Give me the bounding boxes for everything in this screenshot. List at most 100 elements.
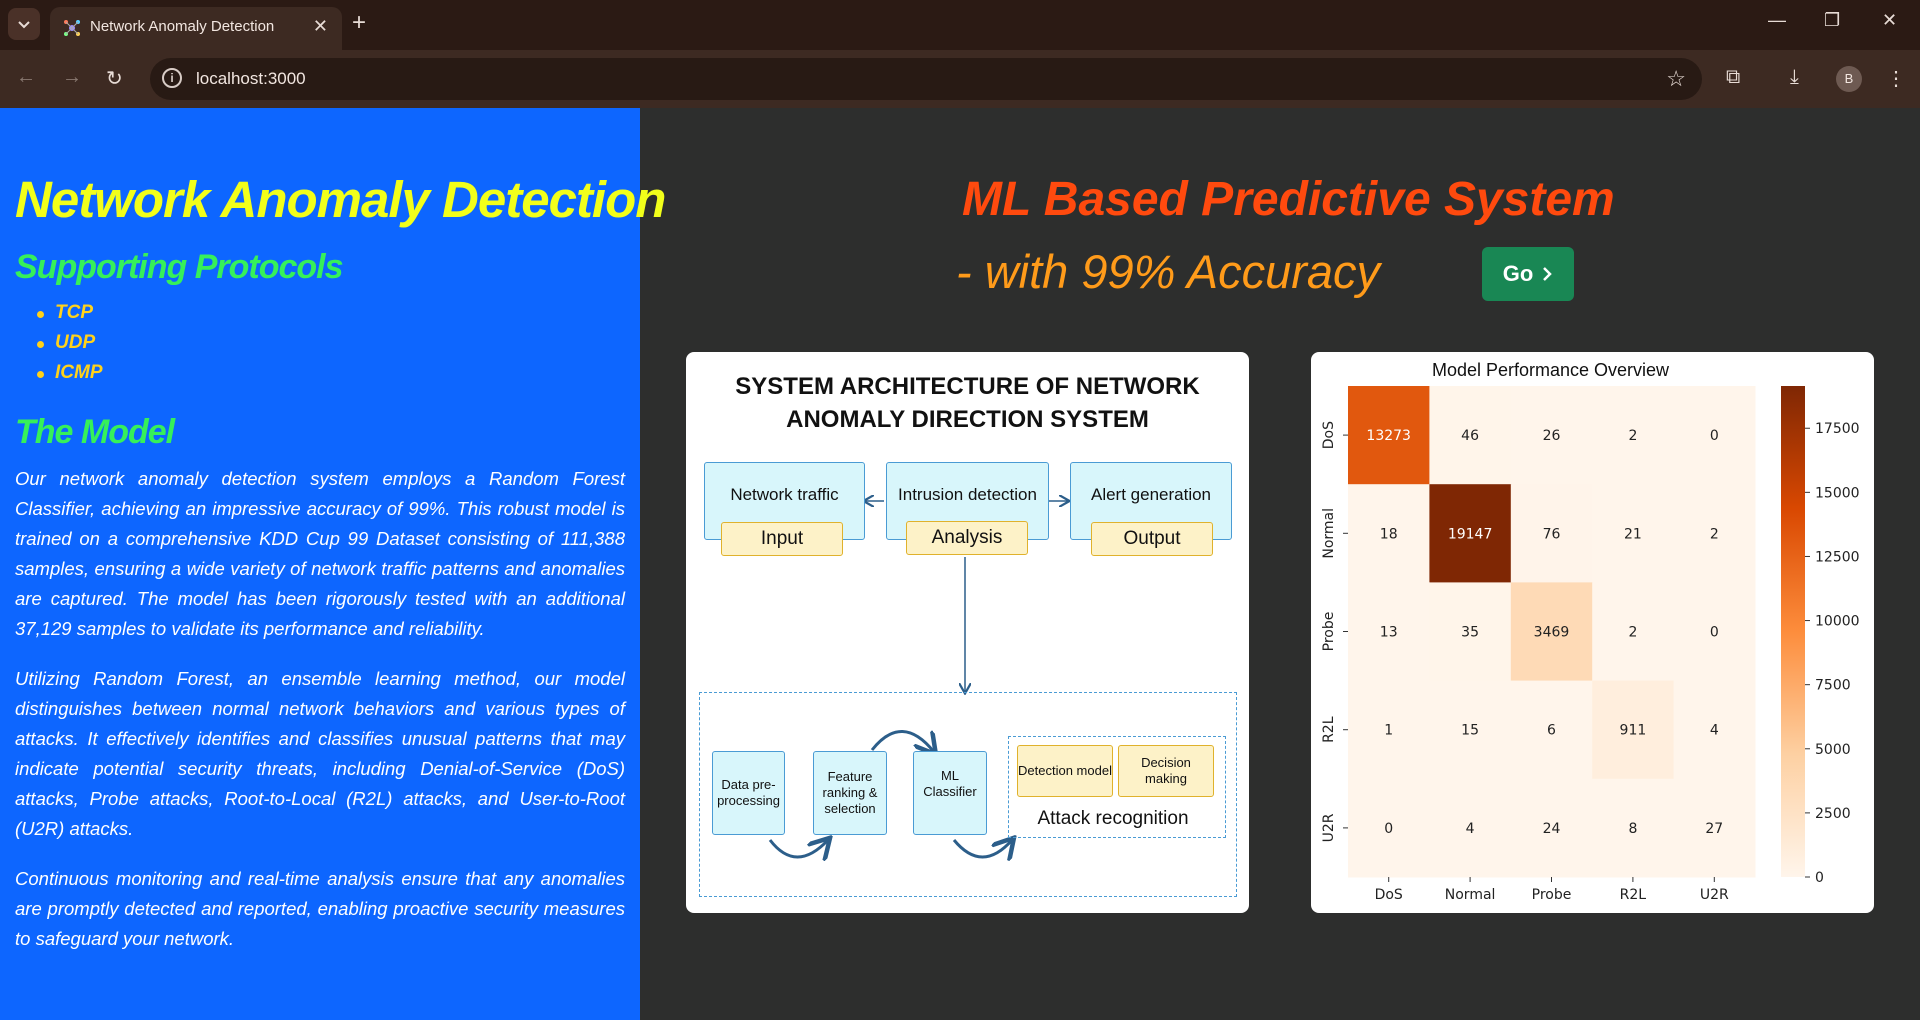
heatmap-cell: [1510, 680, 1593, 780]
x-tick-label: U2R: [1700, 887, 1729, 903]
y-tick-label: Normal: [1321, 508, 1337, 559]
extensions-icon[interactable]: ⧉: [1726, 66, 1741, 88]
input-tag: Input: [721, 522, 843, 556]
heatmap-cell: [1592, 582, 1675, 682]
reload-icon[interactable]: ↻: [106, 68, 123, 90]
colorbar: [1781, 386, 1805, 877]
tab-search-button[interactable]: [8, 8, 40, 40]
close-tab-icon[interactable]: ✕: [312, 16, 328, 36]
browser-toolbar: ← → ↻ i localhost:3000 ☆ ⧉ ⤓ B ⋮: [0, 50, 1920, 108]
cell-value-label: 13273: [1366, 428, 1411, 444]
cell-value-label: 2: [1628, 625, 1637, 641]
x-tick-label: Probe: [1532, 887, 1572, 903]
colorbar-tick-label: 0: [1815, 870, 1824, 886]
network-favicon-icon: [64, 20, 80, 36]
cell-value-label: 1: [1384, 723, 1393, 739]
heatmap-cell: [1592, 778, 1675, 878]
feature-selection-box: Feature ranking & selection: [813, 751, 887, 835]
cell-value-label: 2: [1710, 526, 1719, 542]
network-traffic-label: Network traffic: [730, 485, 839, 504]
decision-making-box: Decision making: [1118, 745, 1214, 797]
heatmap-cell: [1592, 680, 1675, 780]
minimize-icon[interactable]: —: [1768, 10, 1786, 30]
heatmap-cell: [1510, 386, 1593, 485]
heatmap-cell: [1429, 582, 1512, 682]
chart-title: Model Performance Overview: [1431, 360, 1670, 380]
y-tick-label: Probe: [1321, 612, 1337, 652]
cell-value-label: 0: [1710, 625, 1719, 641]
protocol-item: TCP: [37, 302, 103, 332]
url-text[interactable]: localhost:3000: [196, 69, 306, 88]
cell-value-label: 27: [1705, 821, 1723, 837]
colorbar-tick-label: 17500: [1815, 421, 1860, 437]
heatmap-cell: [1673, 778, 1756, 878]
colorbar-tick-label: 10000: [1815, 614, 1860, 630]
heatmap-cell: [1348, 484, 1430, 583]
heatmap-cell: [1348, 386, 1430, 485]
heatmap-cell: [1510, 582, 1593, 682]
y-tick-label: U2R: [1321, 813, 1337, 842]
close-window-icon[interactable]: ✕: [1882, 10, 1898, 30]
go-button-label: Go: [1502, 261, 1534, 286]
cell-value-label: 19147: [1448, 526, 1493, 542]
ml-classifier-box: ML Classifier: [913, 751, 987, 835]
download-icon[interactable]: ⤓: [1790, 66, 1799, 88]
heatmap-cell: [1673, 386, 1756, 485]
heatmap-cell: [1429, 680, 1512, 780]
chevron-right-icon: [1543, 267, 1553, 281]
architecture-connectors: [768, 352, 1249, 913]
go-button[interactable]: Go: [1482, 247, 1574, 301]
attack-recognition-label: Attack recognition: [1037, 808, 1189, 829]
cell-value-label: 76: [1543, 526, 1561, 542]
heatmap-cell: [1673, 484, 1756, 583]
performance-chart: Model Performance Overview 13273 46 26 2 0 1 8…: [1311, 352, 1874, 913]
page-title: Network Anomaly Detection: [15, 171, 666, 228]
architecture-title: SYSTEM ARCHITECTURE OF NETWORK ANOMALY D…: [686, 370, 1249, 436]
protocol-list: TCP UDP ICMP: [37, 302, 103, 392]
cell-value-label: 0: [1384, 821, 1393, 837]
heatmap-cell: [1673, 582, 1756, 682]
heatmap-cell: [1429, 778, 1512, 878]
model-paragraph: Utilizing Random Forest, an ensemble lea…: [15, 668, 625, 839]
colorbar-tick-label: 15000: [1815, 485, 1860, 501]
forward-arrow-icon[interactable]: →: [62, 66, 82, 88]
attack-recognition-group: [1008, 736, 1226, 838]
browser-tab[interactable]: Network Anomaly Detection ✕: [50, 7, 342, 50]
model-paragraph: Continuous monitoring and real-time anal…: [15, 868, 625, 949]
cell-value-label: 35: [1461, 625, 1479, 641]
new-tab-button[interactable]: +: [352, 9, 367, 36]
heatmap-cell: [1592, 386, 1675, 485]
colorbar-tick-label: 5000: [1815, 742, 1851, 758]
menu-dots-icon[interactable]: ⋮: [1886, 68, 1906, 90]
bookmark-star-icon[interactable]: ☆: [1666, 66, 1686, 91]
info-panel: Network Anomaly Detection Supporting Pro…: [0, 108, 666, 1020]
heatmap-cell: [1429, 484, 1512, 583]
preprocessing-box: Data pre-processing: [712, 751, 785, 835]
cell-value-label: 24: [1543, 821, 1561, 837]
cell-value-label: 46: [1461, 428, 1479, 444]
detection-model-box: Detection model: [1017, 745, 1113, 797]
cell-value-label: 911: [1620, 723, 1647, 739]
restore-icon[interactable]: ❐: [1824, 10, 1841, 30]
x-tick-label: DoS: [1375, 887, 1403, 903]
architecture-diagram: SYSTEM ARCHITECTURE OF NETWORK ANOMALY D…: [686, 352, 1249, 913]
browser-tab-bar: Network Anomaly Detection ✕ + — ❐ ✕: [0, 0, 1920, 50]
site-info-icon[interactable]: i: [162, 68, 182, 88]
heatmap-cell: [1348, 582, 1430, 682]
address-bar[interactable]: i localhost:3000 ☆: [150, 58, 1702, 100]
intrusion-detection-label: Intrusion detection: [898, 485, 1037, 504]
cell-value-label: 26: [1543, 428, 1561, 444]
heatmap-cell: [1592, 484, 1675, 583]
colorbar-tick-label: 2500: [1815, 806, 1851, 822]
heatmap-cell: [1429, 386, 1512, 485]
back-arrow-icon[interactable]: ←: [16, 66, 36, 88]
alert-generation-label: Alert generation: [1090, 485, 1212, 504]
cell-value-label: 0: [1710, 428, 1719, 444]
protocol-item: UDP: [37, 332, 103, 362]
colorbar-tick-label: 12500: [1815, 549, 1860, 565]
cell-value-label: 2: [1628, 428, 1637, 444]
accuracy-subtitle: - with 99% Accuracy: [956, 245, 1381, 298]
cell-value-label: 8: [1628, 821, 1637, 837]
profile-avatar[interactable]: B: [1836, 66, 1862, 92]
